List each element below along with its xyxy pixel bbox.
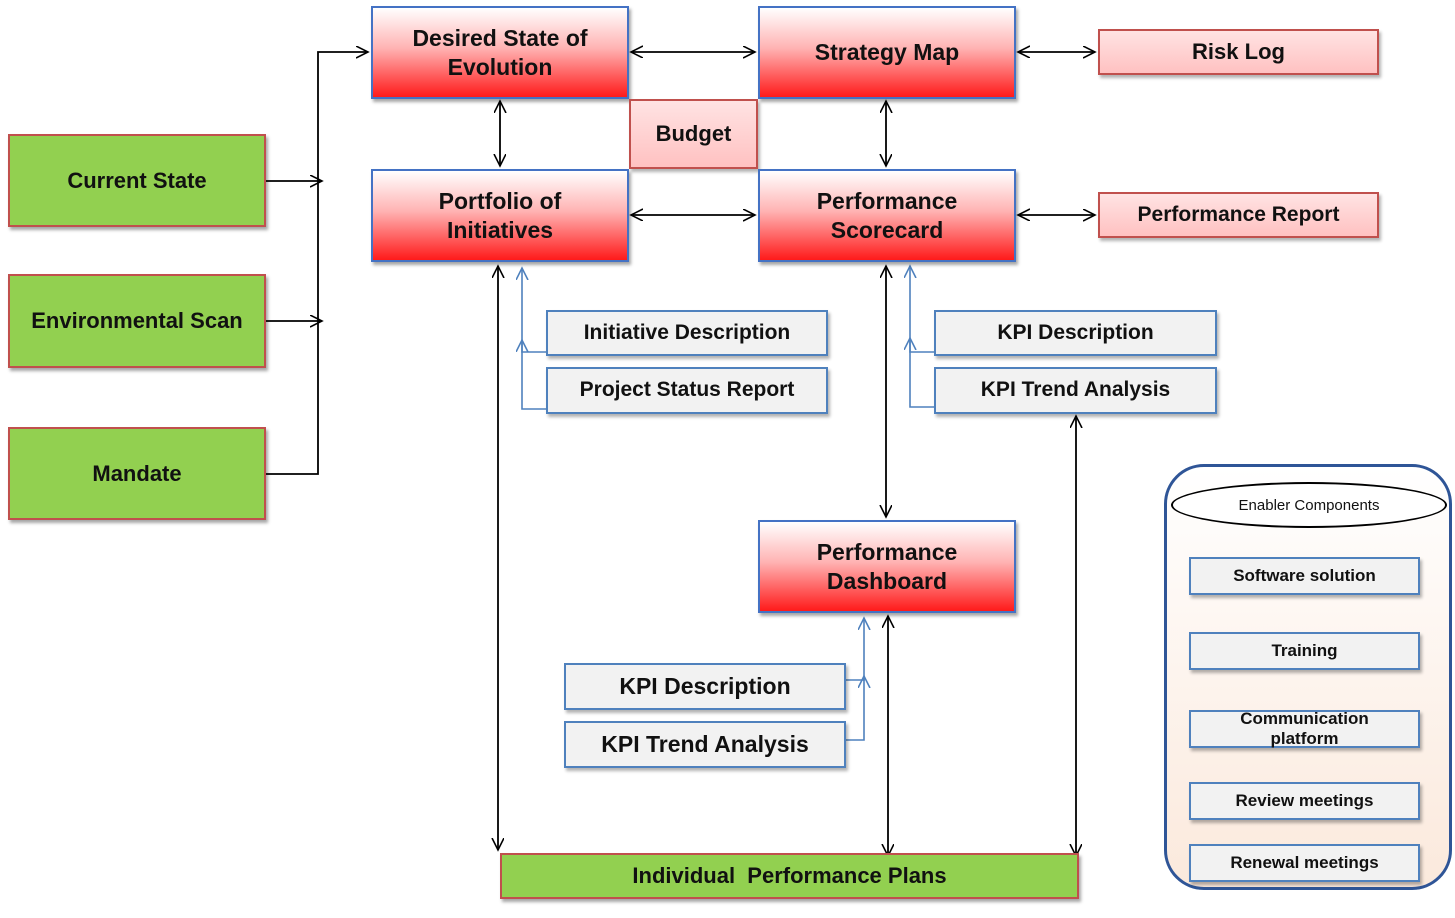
budget-label: Budget (655, 121, 732, 147)
desired-state-label: Desired State of Evolution (412, 24, 588, 80)
current-state-label: Current State (67, 167, 207, 193)
initiative-description-label: Initiative Description (583, 320, 791, 344)
strategy-map-box: Strategy Map (758, 6, 1016, 99)
performance-dashboard-box: Performance Dashboard (758, 520, 1016, 613)
support-link-dashboard-desc (846, 676, 864, 680)
mandate-label: Mandate (92, 460, 182, 486)
enabler-communication-platform-label: Communication platform (1240, 708, 1369, 748)
portfolio-label: Portfolio of Initiatives (438, 187, 562, 243)
initiative-description-box: Initiative Description (546, 310, 828, 356)
support-link-scorecard (910, 266, 934, 408)
environmental-scan-box: Environmental Scan (8, 274, 266, 368)
scorecard-kpi-trend-box: KPI Trend Analysis (934, 367, 1217, 414)
performance-dashboard-label: Performance Dashboard (816, 538, 958, 594)
risk-log-box: Risk Log (1098, 29, 1379, 75)
enabler-renewal-meetings: Renewal meetings (1189, 844, 1420, 882)
arrow-mandate-to-desired-state (266, 52, 368, 475)
dashboard-kpi-description-label: KPI Description (619, 673, 791, 700)
desired-state-box: Desired State of Evolution (371, 6, 629, 99)
individual-plans-label: Individual Performance Plans (632, 863, 947, 889)
enabler-training-label: Training (1271, 641, 1338, 661)
performance-scorecard-box: Performance Scorecard (758, 169, 1016, 262)
project-status-report-box: Project Status Report (546, 367, 828, 414)
support-link-initiative (522, 268, 546, 410)
mandate-box: Mandate (8, 427, 266, 520)
current-state-box: Current State (8, 134, 266, 227)
performance-report-box: Performance Report (1098, 192, 1379, 238)
support-link-initiative-desc (522, 340, 546, 353)
scorecard-kpi-description-box: KPI Description (934, 310, 1217, 356)
strategy-map-label: Strategy Map (814, 39, 960, 66)
dashboard-kpi-trend-box: KPI Trend Analysis (564, 721, 846, 768)
dashboard-kpi-description-box: KPI Description (564, 663, 846, 710)
portfolio-box: Portfolio of Initiatives (371, 169, 629, 262)
enabler-communication-platform: Communication platform (1189, 708, 1420, 748)
support-link-dashboard (846, 618, 864, 741)
environmental-scan-label: Environmental Scan (31, 308, 243, 334)
enabler-renewal-meetings-label: Renewal meetings (1230, 853, 1379, 873)
enabler-review-meetings: Review meetings (1189, 782, 1420, 820)
support-link-scorecard-desc (910, 338, 934, 353)
performance-report-label: Performance Report (1137, 202, 1340, 226)
enabler-review-meetings-label: Review meetings (1235, 791, 1374, 811)
enabler-training: Training (1189, 632, 1420, 670)
scorecard-kpi-trend-label: KPI Trend Analysis (980, 378, 1171, 402)
risk-log-label: Risk Log (1192, 39, 1285, 65)
budget-box: Budget (629, 99, 758, 169)
project-status-report-label: Project Status Report (579, 378, 795, 402)
scorecard-kpi-description-label: KPI Description (997, 320, 1154, 344)
enabler-components-title: Enabler Components (1171, 482, 1447, 528)
enabler-software-solution-label: Software solution (1233, 566, 1376, 586)
performance-scorecard-label: Performance Scorecard (816, 187, 958, 243)
dashboard-kpi-trend-label: KPI Trend Analysis (601, 731, 809, 758)
enabler-software-solution: Software solution (1189, 557, 1420, 595)
enabler-components-title-label: Enabler Components (1238, 496, 1380, 514)
individual-plans-box: Individual Performance Plans (500, 853, 1079, 899)
